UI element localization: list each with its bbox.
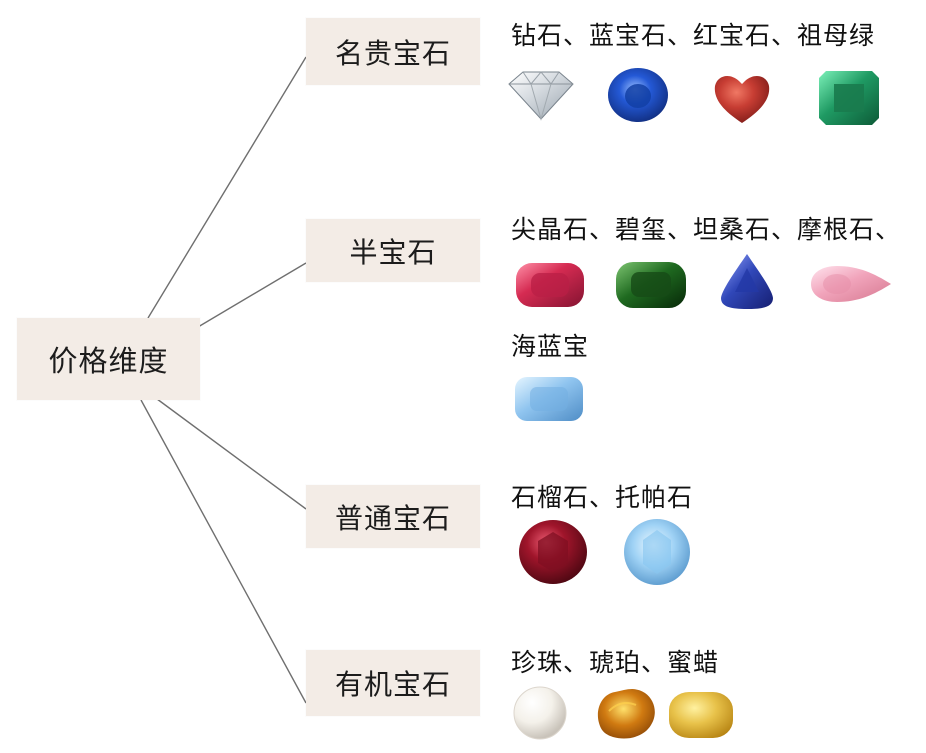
tourmaline-gem-icon [616, 262, 686, 308]
emerald-gem-icon [819, 71, 879, 125]
spinel-gem-icon [516, 263, 584, 307]
garnet-gem-icon [519, 520, 587, 584]
ruby-heart-gem-icon [714, 75, 770, 123]
aquamarine-gem-icon [515, 377, 583, 421]
morganite-gem-icon [811, 266, 891, 302]
category-node-semi-precious-gems: 半宝石 [306, 219, 480, 282]
topaz-gem-icon [624, 519, 690, 585]
connector-line-root-to-semi-precious-gems [197, 262, 307, 328]
connector-line-root-to-precious-gems [147, 56, 307, 319]
organic-gems-list-text: 珍珠、琥珀、蜜蜡 [511, 648, 720, 677]
connector-line-root-to-common-gems [152, 395, 307, 510]
amber-gem-icon [597, 689, 655, 739]
semi-precious-gems-list-text: 尖晶石、碧玺、坦桑石、摩根石、 [511, 215, 902, 244]
tanzanite-gem-icon [721, 254, 773, 309]
blue-sapphire-gem-icon [608, 68, 668, 122]
category-node-organic-gems: 有机宝石 [306, 650, 480, 716]
semi-precious-gems-list-text-line-2: 海蓝宝 [511, 332, 590, 361]
diamond-gem-icon [508, 71, 574, 121]
common-gems-list-text: 石榴石、托帕石 [511, 483, 694, 512]
beeswax-gem-icon [669, 692, 733, 738]
pearl-gem-icon [513, 686, 567, 740]
connector-line-root-to-organic-gems [140, 399, 307, 704]
category-node-precious-gems: 名贵宝石 [306, 18, 480, 85]
precious-gems-list-text: 钻石、蓝宝石、红宝石、祖母绿 [511, 21, 876, 50]
root-node-price-dimension: 价格维度 [17, 318, 200, 400]
category-node-common-gems: 普通宝石 [306, 485, 480, 548]
